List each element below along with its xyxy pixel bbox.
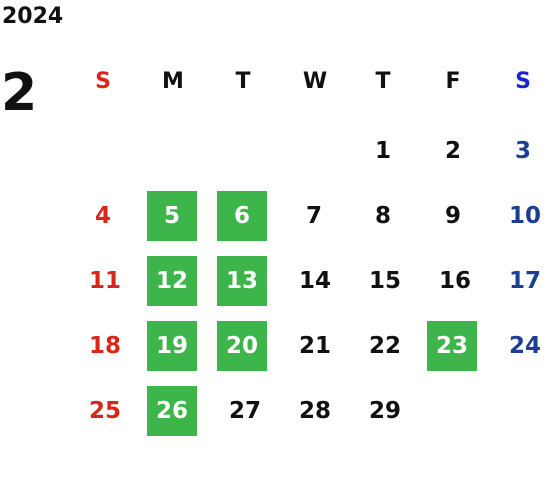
weekday-header-wednesday: W xyxy=(302,68,328,94)
day-cell[interactable]: 11 xyxy=(88,268,121,294)
weekday-header-thursday: T xyxy=(375,68,391,94)
weekday-header-tuesday: T xyxy=(235,68,251,94)
day-cell-highlighted[interactable]: 5 xyxy=(147,191,197,241)
day-cell-highlighted[interactable]: 20 xyxy=(217,321,267,371)
day-cell[interactable]: 2 xyxy=(444,138,461,164)
day-cell-highlighted[interactable]: 12 xyxy=(147,256,197,306)
weekday-header-saturday: S xyxy=(515,68,531,94)
day-cell[interactable]: 24 xyxy=(508,333,541,359)
day-cell[interactable]: 29 xyxy=(368,398,401,424)
day-cell[interactable]: 27 xyxy=(228,398,261,424)
day-cell[interactable]: 1 xyxy=(374,138,391,164)
day-cell-highlighted[interactable]: 13 xyxy=(217,256,267,306)
weekday-header-monday: M xyxy=(162,68,184,94)
day-cell[interactable]: 15 xyxy=(368,268,401,294)
day-cell-highlighted[interactable]: 6 xyxy=(217,191,267,241)
day-cell[interactable]: 8 xyxy=(374,203,391,229)
day-cell[interactable]: 21 xyxy=(298,333,331,359)
day-cell[interactable]: 14 xyxy=(298,268,331,294)
day-cell[interactable]: 10 xyxy=(508,203,541,229)
day-cell[interactable]: 3 xyxy=(514,138,531,164)
day-cell[interactable]: 22 xyxy=(368,333,401,359)
weekday-header-sunday: S xyxy=(95,68,111,94)
day-cell-highlighted[interactable]: 26 xyxy=(147,386,197,436)
weekday-header-friday: F xyxy=(445,68,461,94)
day-cell[interactable]: 16 xyxy=(438,268,471,294)
month-label: 2 xyxy=(1,63,38,123)
day-cell[interactable]: 7 xyxy=(305,203,322,229)
day-cell[interactable]: 18 xyxy=(88,333,121,359)
year-label: 2024 xyxy=(2,4,64,29)
day-cell[interactable]: 25 xyxy=(88,398,121,424)
day-cell[interactable]: 4 xyxy=(94,203,111,229)
day-cell[interactable]: 28 xyxy=(298,398,331,424)
day-cell-highlighted[interactable]: 19 xyxy=(147,321,197,371)
day-cell-highlighted[interactable]: 23 xyxy=(427,321,477,371)
day-cell[interactable]: 17 xyxy=(508,268,541,294)
day-cell[interactable]: 9 xyxy=(444,203,461,229)
